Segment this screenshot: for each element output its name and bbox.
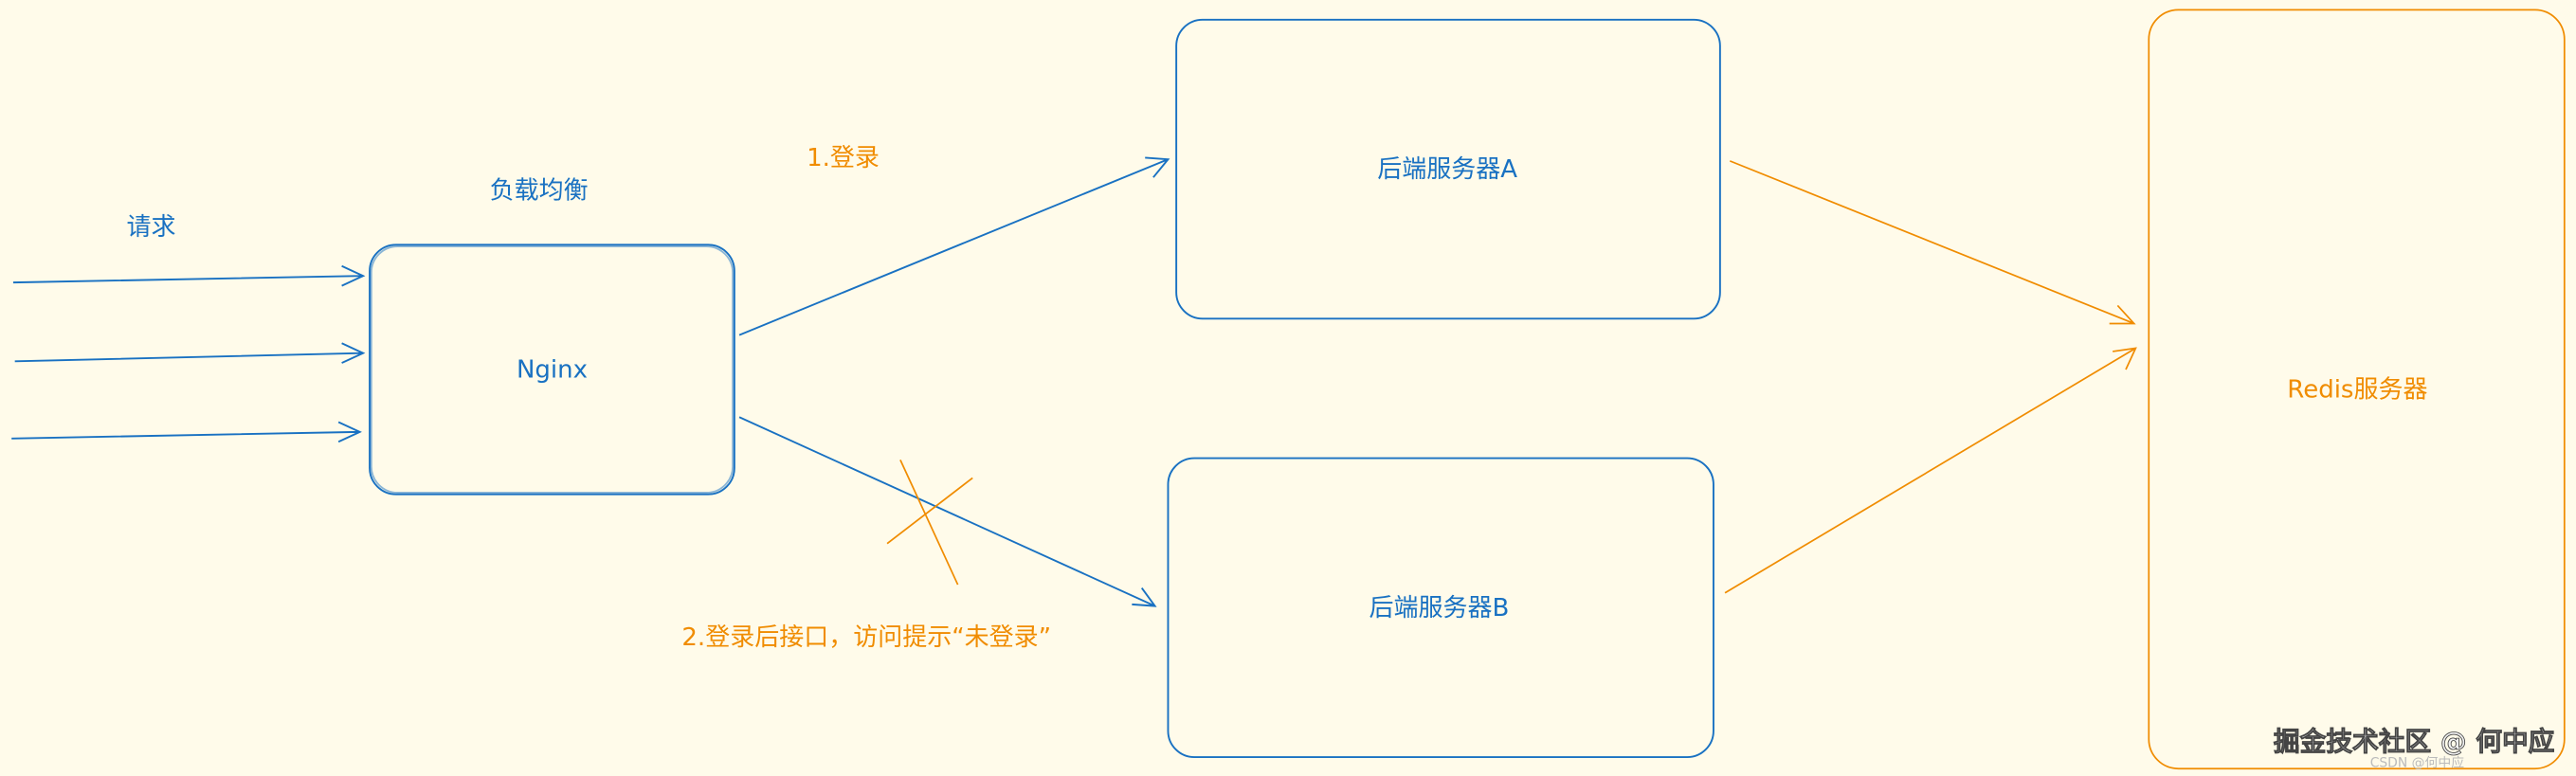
- failure-cross-icon: [886, 459, 973, 586]
- server-b-node[interactable]: 后端服务器B: [1167, 457, 1714, 759]
- step2-label: 2.登录后接口，访问提示“未登录”: [681, 623, 1051, 652]
- server-a-redis-arrow: [1729, 160, 2136, 325]
- step1-label: 1.登录: [807, 144, 880, 172]
- server-b-label: 后端服务器B: [1370, 594, 1510, 623]
- server-a-label: 后端服务器A: [1377, 155, 1517, 184]
- watermark-sub: CSDN @何中应: [2370, 754, 2464, 770]
- request-label: 请求: [127, 213, 176, 242]
- redis-label: Redis服务器: [2287, 375, 2427, 404]
- request-arrows: [11, 264, 366, 443]
- api-arrow: [738, 416, 1157, 607]
- redis-node[interactable]: Redis服务器: [2148, 9, 2566, 770]
- nginx-node[interactable]: Nginx: [369, 244, 735, 496]
- request-arrow-3: [11, 421, 362, 443]
- server-a-node[interactable]: 后端服务器A: [1175, 18, 1721, 320]
- nginx-label: Nginx: [517, 356, 588, 385]
- request-arrow-2: [14, 342, 366, 364]
- request-arrow-1: [12, 264, 366, 287]
- server-b-redis-arrow: [1724, 347, 2137, 594]
- login-arrow: [738, 156, 1170, 336]
- watermark-main: 掘金技术社区 @ 何中应: [2274, 726, 2555, 757]
- load-balance-label: 负载均衡: [490, 177, 589, 206]
